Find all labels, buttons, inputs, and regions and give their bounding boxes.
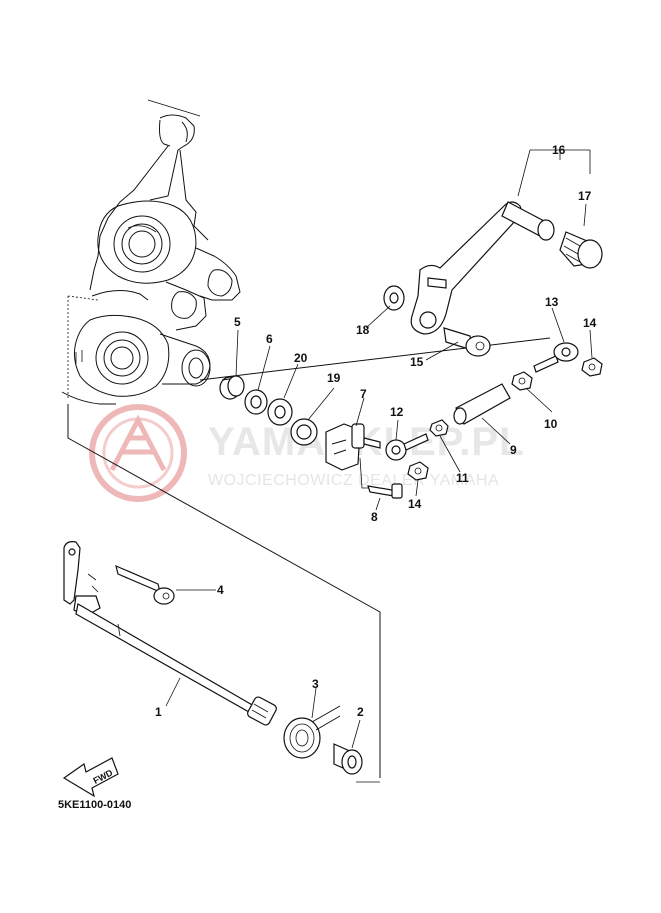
callout-12: 12 (390, 405, 404, 419)
callout-9: 9 (510, 443, 517, 457)
callout-11: 11 (456, 471, 469, 485)
callout-labels: 5 6 20 19 7 12 8 14 11 9 10 13 14 18 15 … (155, 143, 597, 719)
part-20-washer (267, 398, 293, 426)
part-19-oil-seal (290, 418, 318, 446)
part-6-washer (244, 389, 268, 415)
callout-5: 5 (234, 315, 241, 329)
callout-14-lower: 14 (408, 497, 422, 511)
yamaha-logo-watermark (89, 404, 187, 502)
part-5-bush (219, 375, 245, 400)
callout-7: 7 (360, 387, 367, 401)
part-11-nut (429, 419, 449, 437)
part-2-collar (333, 743, 363, 775)
part-4-pin (115, 564, 175, 605)
part-17-pedal-rubber (559, 231, 603, 269)
part-15-bolt (443, 327, 491, 357)
callout-3: 3 (312, 677, 319, 691)
callout-18: 18 (356, 323, 370, 337)
part-8-bolt (367, 483, 403, 499)
part-10-nut (511, 371, 533, 391)
callout-15: 15 (410, 355, 424, 369)
forward-direction-arrow: FWD (62, 757, 119, 798)
callout-10: 10 (544, 417, 558, 431)
callout-2: 2 (357, 705, 364, 719)
watermark: YAMASKLEP.PL WOJCIECHOWICZ DEALER YAMAHA (89, 404, 524, 502)
part-14-nut-upper (581, 357, 603, 377)
callout-8: 8 (371, 510, 378, 524)
crankcase-drawing (61, 99, 241, 405)
callout-17: 17 (578, 189, 592, 203)
callout-20: 20 (294, 351, 308, 365)
part-16-shift-pedal (410, 201, 555, 335)
diagram-code: 5KE1100-0140 (58, 799, 131, 811)
callout-1: 1 (155, 705, 162, 719)
part-13-rod-end (533, 342, 579, 373)
part-18-washer (383, 285, 405, 311)
part-9-shift-rod (453, 383, 511, 425)
callout-14-upper: 14 (583, 316, 597, 330)
part-7-shift-lever-clamp (325, 423, 374, 489)
assembly-boundary-lines (67, 337, 551, 783)
part-3-return-spring (283, 705, 341, 759)
callout-16: 16 (552, 143, 566, 157)
part-12-rod-end (363, 433, 429, 461)
part-14-nut-lower (407, 461, 429, 481)
callout-leaders (165, 149, 593, 749)
callout-13: 13 (545, 295, 559, 309)
callout-4: 4 (217, 583, 224, 597)
part-1-shift-shaft (63, 541, 277, 726)
callout-6: 6 (266, 332, 273, 346)
callout-19: 19 (327, 371, 341, 385)
